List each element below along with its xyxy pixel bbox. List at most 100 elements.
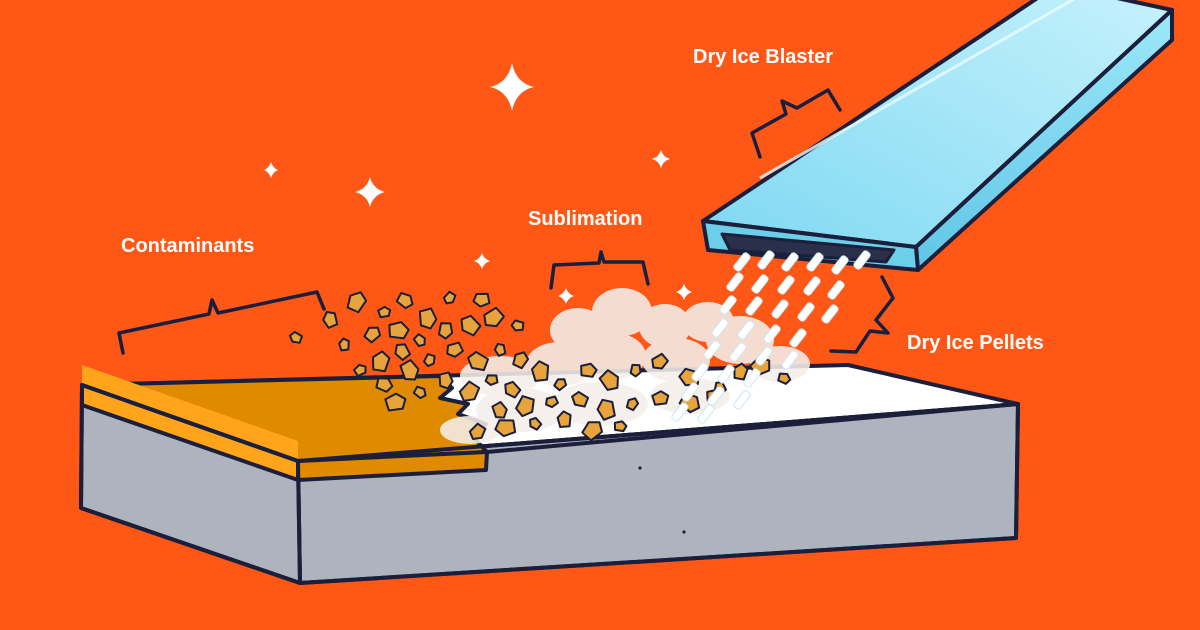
pellet-icon xyxy=(751,274,769,294)
debris-icon xyxy=(556,410,572,429)
debris-icon xyxy=(512,351,530,370)
debris-icon xyxy=(504,380,522,399)
debris-icon xyxy=(418,307,438,330)
debris-icon xyxy=(530,360,550,382)
dry-ice-blaster-nozzle xyxy=(701,0,1174,272)
contaminant-debris xyxy=(289,290,792,442)
debris-icon xyxy=(777,372,792,385)
debris-icon xyxy=(399,359,420,381)
debris-icon xyxy=(346,291,368,314)
debris-icon xyxy=(529,416,543,431)
debris-icon xyxy=(412,385,427,400)
block-marks xyxy=(638,466,686,534)
label-sublimation: Sublimation xyxy=(528,208,643,230)
nozzle-opening xyxy=(720,232,896,264)
debris-icon xyxy=(375,377,394,393)
pellet-icon xyxy=(757,250,775,270)
bracket-icon xyxy=(750,88,842,159)
debris-icon xyxy=(384,392,407,412)
debris-icon xyxy=(625,397,640,412)
debris-icon xyxy=(651,352,669,370)
sparkle-icon xyxy=(355,177,385,207)
pellet-icon xyxy=(733,252,751,272)
debris-icon xyxy=(515,395,535,418)
dry-ice-pellets xyxy=(671,250,871,424)
debris-icon xyxy=(651,390,670,406)
pellet-icon xyxy=(831,255,849,275)
pellet-icon xyxy=(781,252,799,272)
pellet-icon xyxy=(797,302,815,322)
debris-icon xyxy=(598,369,619,391)
label-dry-ice-blaster: Dry Ice Blaster xyxy=(693,46,834,68)
label-dry-ice-pellets: Dry Ice Pellets xyxy=(907,332,1044,354)
sparkles xyxy=(264,63,692,304)
pellet-icon xyxy=(771,299,789,319)
pellet-icon xyxy=(827,280,845,300)
debris-icon xyxy=(353,363,367,377)
pellet-icon xyxy=(821,304,839,324)
sparkle-icon xyxy=(558,288,574,304)
debris-icon xyxy=(377,305,392,319)
pellet-icon xyxy=(745,296,763,316)
label-contaminants: Contaminants xyxy=(121,235,255,257)
sparkle-icon xyxy=(652,150,670,168)
debris-icon xyxy=(412,333,426,347)
debris-icon xyxy=(571,390,590,408)
pellet-icon xyxy=(703,340,721,360)
debris-icon xyxy=(494,419,517,438)
pellet-icon xyxy=(691,362,709,382)
pellet-icon xyxy=(806,252,824,272)
debris-icon xyxy=(468,422,487,440)
pellet-icon xyxy=(726,272,744,292)
debris-icon xyxy=(395,291,414,310)
debris-icon xyxy=(545,395,559,409)
pellet-icon xyxy=(711,318,729,338)
debris-icon xyxy=(438,371,454,390)
pellet-icon xyxy=(781,350,799,370)
pellet-icon xyxy=(755,346,773,366)
bracket-icon xyxy=(549,250,650,290)
debris-icon xyxy=(460,314,482,337)
pellet-icon xyxy=(853,250,871,270)
debris-icon xyxy=(472,292,491,308)
pellet-icon xyxy=(681,382,699,402)
pellet-icon xyxy=(697,404,715,424)
debris-icon xyxy=(733,362,749,381)
debris-icon xyxy=(442,290,457,305)
debris-icon xyxy=(289,331,303,344)
debris-icon xyxy=(363,326,382,344)
label-brackets xyxy=(117,88,895,355)
pellet-icon xyxy=(789,328,807,348)
debris-icon xyxy=(493,342,507,357)
debris-icon xyxy=(580,362,598,378)
debris-icon xyxy=(629,363,642,378)
sparkle-icon xyxy=(490,63,534,111)
debris-icon xyxy=(394,343,412,361)
sparkle-icon xyxy=(264,162,278,178)
debris-icon xyxy=(484,374,499,386)
pellet-icon xyxy=(729,342,747,362)
pellet-icon xyxy=(733,390,751,410)
debris-icon xyxy=(458,380,481,402)
pellet-icon xyxy=(743,368,761,388)
debris-icon xyxy=(446,341,464,358)
bracket-icon xyxy=(829,275,895,354)
bracket-icon xyxy=(117,290,326,355)
debris-icon xyxy=(371,350,391,373)
pellet-icon xyxy=(717,364,735,384)
debris-icon xyxy=(581,421,604,442)
pellet-icon xyxy=(777,275,795,295)
debris-icon xyxy=(467,350,490,372)
pellet-icon xyxy=(671,402,689,422)
debris-icon xyxy=(613,420,628,433)
debris-icon xyxy=(510,319,525,332)
pellet-icon xyxy=(803,276,821,296)
debris-icon xyxy=(322,310,339,329)
debris-icon xyxy=(338,337,350,352)
pellet-icon xyxy=(763,324,781,344)
pellet-icon xyxy=(737,320,755,340)
sparkle-icon xyxy=(474,253,490,269)
sparkle-icon xyxy=(676,284,692,300)
